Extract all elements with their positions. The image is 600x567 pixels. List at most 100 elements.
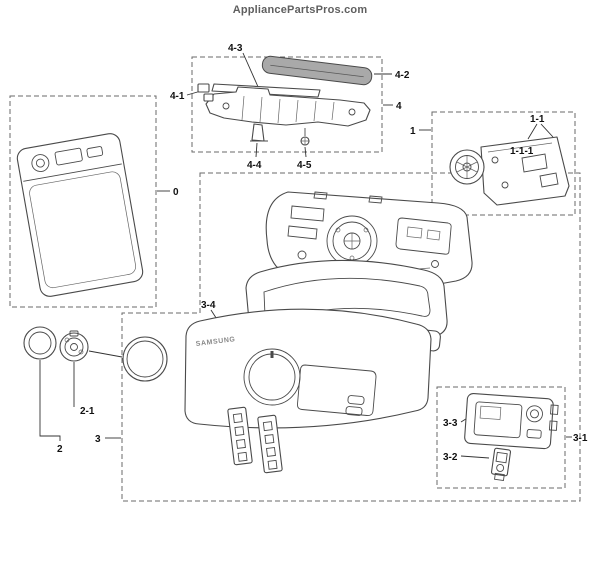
housing-cutout-a (290, 205, 325, 222)
leader-1-1 (527, 123, 554, 140)
fascia-button-b (345, 406, 363, 416)
brand-logo-text: SAMSUNG (195, 336, 236, 348)
leader-4-3 (242, 52, 260, 90)
dial-ring-outer (122, 336, 168, 382)
display-encoder-outer (526, 405, 543, 423)
holder-slot (495, 451, 508, 464)
part-label-1[interactable]: 1 (410, 126, 416, 137)
part-knob-set (23, 326, 168, 382)
housing-window-slots (406, 226, 441, 241)
bracket-ribs (241, 95, 335, 124)
display-tab-a (550, 404, 559, 415)
pcb-hole-a (491, 156, 499, 164)
part-display-assembly (464, 392, 559, 450)
strip-hole (234, 426, 245, 436)
dial-screw-a (335, 227, 341, 233)
leg-4-4 (251, 123, 265, 142)
fascia-button-a (347, 395, 365, 405)
leader-4-4 (255, 142, 258, 158)
part-fascia-panel: SAMSUNG (184, 308, 432, 429)
strip-hole (266, 446, 276, 457)
part-label-4-2[interactable]: 4-2 (395, 70, 410, 81)
housing-cutout-b (287, 225, 318, 240)
fascia-body (184, 308, 432, 429)
knob-clamp-pin-a (64, 337, 70, 343)
part-label-4-3[interactable]: 4-3 (228, 43, 243, 54)
pcb-connector-b (539, 172, 559, 188)
strip-hole (264, 434, 275, 444)
holder-foot (494, 472, 505, 482)
washer-display (54, 147, 83, 166)
knob-clamp-tab (69, 330, 79, 337)
group-box-1 (431, 111, 576, 216)
part-label-4[interactable]: 4 (396, 101, 402, 112)
dial-screw-c (349, 255, 355, 261)
washer-dial-outline (31, 154, 50, 173)
strip-hole (262, 421, 273, 432)
part-label-1-1[interactable]: 1-1 (530, 114, 545, 125)
holder-hole (496, 463, 505, 472)
dial-screw-b (363, 227, 369, 233)
part-label-4-1[interactable]: 4-1 (170, 91, 185, 102)
part-washer-front-panel (16, 133, 144, 297)
washer-body (16, 133, 144, 297)
bracket-hole-right (348, 108, 356, 116)
part-label-2-1[interactable]: 2-1 (80, 406, 95, 417)
leader-4-5 (304, 146, 307, 158)
knob-clamp-hub (70, 343, 78, 351)
part-label-3-4[interactable]: 3-4 (201, 300, 216, 311)
knob-clamp-pin-b (78, 349, 84, 355)
screw-4-5-cross (301, 137, 309, 145)
strip-hole (232, 413, 243, 424)
group-box-3-1 (436, 386, 566, 489)
housing-hole-b (431, 260, 439, 268)
display-connector (526, 429, 542, 439)
pcb-edge-line (487, 142, 553, 153)
part-mount-strip-left (227, 406, 253, 466)
display-housing (464, 392, 554, 450)
housing-hole-a (297, 250, 307, 260)
part-label-3-2[interactable]: 3-2 (443, 452, 458, 463)
group-boxes (9, 56, 581, 502)
pcb-hole-b (501, 181, 509, 189)
washer-door-frame (29, 171, 137, 289)
part-label-1-1-1[interactable]: 1-1-1 (510, 146, 534, 157)
part-mount-strip-right (257, 414, 283, 474)
display-screen-segment (479, 405, 502, 420)
leader-2 (39, 360, 61, 441)
washer-panel-seam (23, 163, 122, 182)
site-watermark: AppliancePartsPros.com (232, 4, 368, 16)
group-box-0 (9, 95, 157, 308)
rotor-spokes (456, 155, 478, 179)
leader-3-2 (460, 455, 490, 459)
leader-knob-to-ring (88, 350, 123, 358)
fascia-dial-notch (270, 351, 274, 358)
display-encoder-inner (530, 409, 539, 419)
bracket-body (205, 86, 371, 127)
strip-hole (237, 451, 248, 462)
housing-window (395, 217, 452, 255)
part-label-4-5[interactable]: 4-5 (297, 160, 312, 171)
part-label-4-4[interactable]: 4-4 (247, 160, 262, 171)
group-box-3 (121, 172, 581, 502)
part-label-3-3[interactable]: 3-3 (443, 418, 458, 429)
part-label-3[interactable]: 3 (95, 434, 101, 445)
part-bracket-assembly (197, 55, 373, 146)
strip-hole (236, 438, 246, 449)
dial-ring-inner (126, 340, 164, 378)
washer-button (86, 146, 104, 158)
clip-4-1-a (197, 83, 210, 93)
part-label-0[interactable]: 0 (173, 187, 179, 198)
part-label-3-1[interactable]: 3-1 (573, 433, 588, 444)
cover-body (261, 55, 373, 86)
part-label-2[interactable]: 2 (57, 444, 63, 455)
housing-top-tabs (313, 191, 383, 204)
bracket-hole-left (222, 102, 230, 110)
display-tab-b (548, 420, 558, 431)
part-cover-4-2 (261, 55, 373, 86)
clip-4-1-b (203, 93, 214, 102)
part-labels: 0 4-3 4-1 4-2 4 4-4 4-5 1 1-1 1-1-1 3-4 … (57, 43, 588, 463)
part-pcb-assembly (449, 136, 570, 206)
